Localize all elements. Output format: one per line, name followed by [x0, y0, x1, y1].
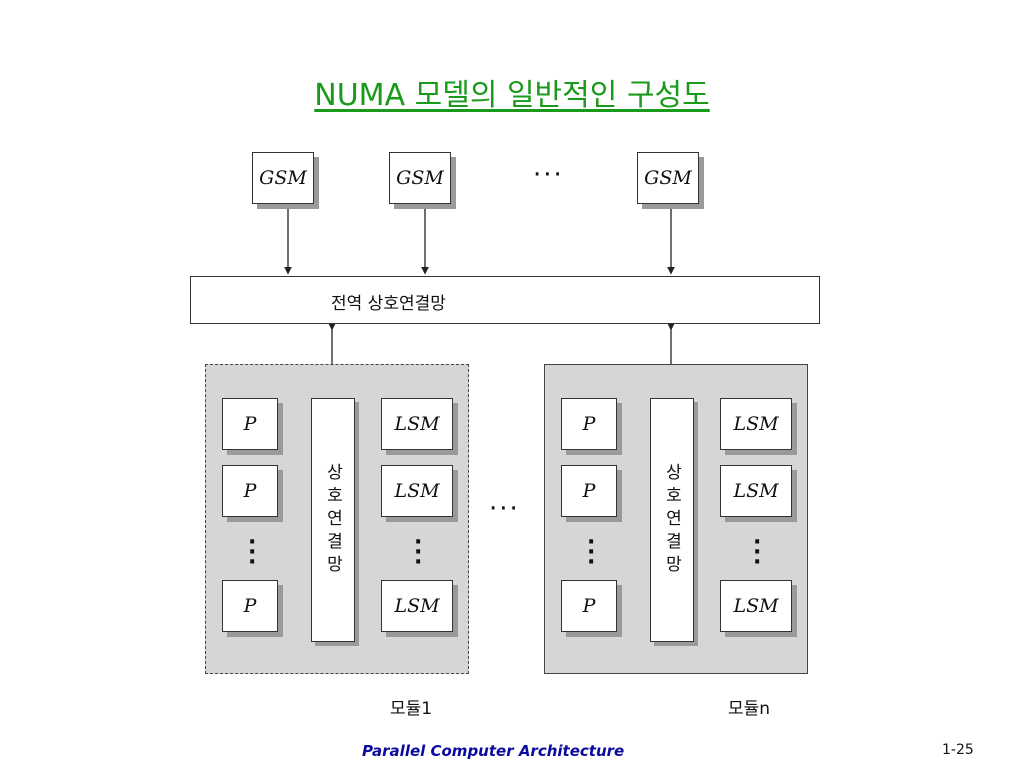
slide-title: NUMA 모델의 일반적인 구성도	[314, 78, 710, 113]
lsm-box: LSM	[381, 465, 453, 517]
gsm-box-2: GSM	[389, 152, 451, 204]
gsm-ellipsis: ···	[533, 160, 564, 190]
local-interconnect: 상호연결망	[311, 398, 355, 642]
vertical-ellipsis-icon: ···	[248, 530, 257, 575]
processor-box: P	[561, 465, 617, 517]
vertical-ellipsis-icon: ···	[753, 530, 762, 575]
footer-course-title: Parallel Computer Architecture	[362, 742, 625, 760]
lsm-box: LSM	[720, 580, 792, 632]
processor-box: P	[561, 398, 617, 450]
global-interconnect-label: 전역 상호연결망	[331, 294, 446, 314]
module-ellipsis: ···	[489, 494, 520, 524]
module-1-label: 모듈1	[390, 699, 433, 719]
page-number: 1-25	[942, 742, 974, 758]
vertical-ellipsis-icon: ···	[587, 530, 596, 575]
lsm-box: LSM	[720, 465, 792, 517]
processor-box: P	[222, 398, 278, 450]
gsm-box-1: GSM	[252, 152, 314, 204]
lsm-box: LSM	[381, 398, 453, 450]
processor-box: P	[222, 465, 278, 517]
processor-box: P	[222, 580, 278, 632]
module-n-label: 모듈n	[728, 699, 771, 719]
lsm-box: LSM	[720, 398, 792, 450]
global-interconnect: 전역 상호연결망	[190, 276, 820, 324]
local-interconnect: 상호연결망	[650, 398, 694, 642]
lsm-box: LSM	[381, 580, 453, 632]
gsm-box-3: GSM	[637, 152, 699, 204]
processor-box: P	[561, 580, 617, 632]
vertical-ellipsis-icon: ···	[414, 530, 423, 575]
